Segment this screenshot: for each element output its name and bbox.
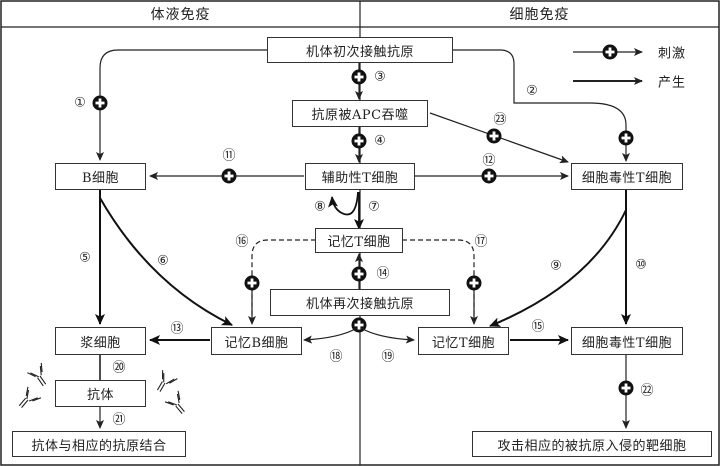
arrow-18 [303, 327, 358, 344]
arrow-2 [452, 49, 630, 162]
plus-icon-11 [221, 168, 237, 184]
label-19: ⑲ [381, 349, 395, 365]
label-16: ⑯ [235, 234, 249, 250]
plus-icon-3 [351, 69, 367, 85]
plus-icon-12 [481, 168, 497, 184]
node-memory-b: 记忆B细胞 [211, 327, 302, 355]
legend-stimulate-label: 刺激 [658, 46, 687, 62]
label-20: ⑳ [112, 360, 126, 376]
node-attack-target: 攻击相应的被抗原入侵的靶细胞 [472, 431, 712, 457]
plus-icon-1 [92, 95, 108, 111]
arrow-19 [360, 327, 415, 344]
header-humoral-immunity: 体液免疫 [150, 6, 211, 23]
node-memory-t-right: 记忆T细胞 [418, 327, 509, 355]
label-3: ③ [374, 69, 386, 85]
node-memory-t-center: 记忆T细胞 [315, 228, 403, 253]
label-17: ⑰ [474, 234, 488, 250]
label-22: ㉒ [640, 383, 654, 399]
label-13: ⑬ [170, 321, 184, 337]
arrow-8 [328, 191, 359, 216]
arrow-17-dashed [402, 239, 475, 324]
arrow-1 [96, 49, 268, 161]
plus-icon-14 [351, 266, 367, 282]
plus-icon-2 [618, 130, 634, 146]
node-b-cell: B细胞 [55, 163, 146, 190]
plus-icon-4 [351, 133, 367, 149]
plus-icon-23 [486, 128, 502, 144]
label-2: ② [526, 83, 538, 99]
antibody-icon-group-right [156, 370, 185, 414]
node-helper-t: 辅助性T细胞 [305, 163, 415, 190]
node-antibody-binding: 抗体与相应的抗原结合 [12, 431, 186, 457]
node-second-contact: 机体再次接触抗原 [270, 289, 450, 316]
legend-produce-label: 产生 [658, 75, 687, 91]
node-antibody: 抗体 [55, 380, 146, 407]
node-cytotoxic-t-bottom: 细胞毒性T细胞 [571, 327, 683, 355]
plus-icon-22 [618, 380, 634, 396]
node-apc: 抗原被APC吞噬 [292, 100, 428, 127]
label-9: ⑨ [550, 258, 562, 274]
label-12: ⑫ [482, 153, 496, 169]
label-5: ⑤ [79, 250, 91, 266]
node-cytotoxic-t-top: 细胞毒性T细胞 [571, 163, 683, 190]
label-21: ㉑ [112, 412, 126, 428]
arrow-6 [99, 197, 233, 326]
label-18: ⑱ [329, 349, 343, 365]
node-first-contact: 机体初次接触抗原 [267, 37, 453, 63]
label-1: ① [74, 95, 86, 111]
arrow-9 [489, 209, 627, 327]
antibody-icon-group-left [18, 362, 47, 409]
node-plasma-cell: 浆细胞 [55, 327, 146, 355]
label-23: ㉓ [493, 112, 507, 128]
plus-icon-17 [466, 275, 482, 291]
arrow-16-dashed [251, 239, 316, 324]
label-11: ⑪ [222, 148, 236, 164]
label-15: ⑮ [531, 319, 545, 335]
header-cellular-immunity: 细胞免疫 [509, 6, 570, 23]
label-10: ⑩ [635, 257, 647, 273]
label-7: ⑦ [368, 199, 380, 215]
label-4: ④ [374, 133, 386, 149]
label-8: ⑧ [314, 199, 326, 215]
plus-icon-16 [244, 275, 260, 291]
label-6: ⑥ [157, 253, 169, 269]
legend-plus-icon [602, 44, 618, 60]
label-14: ⑭ [376, 266, 390, 282]
